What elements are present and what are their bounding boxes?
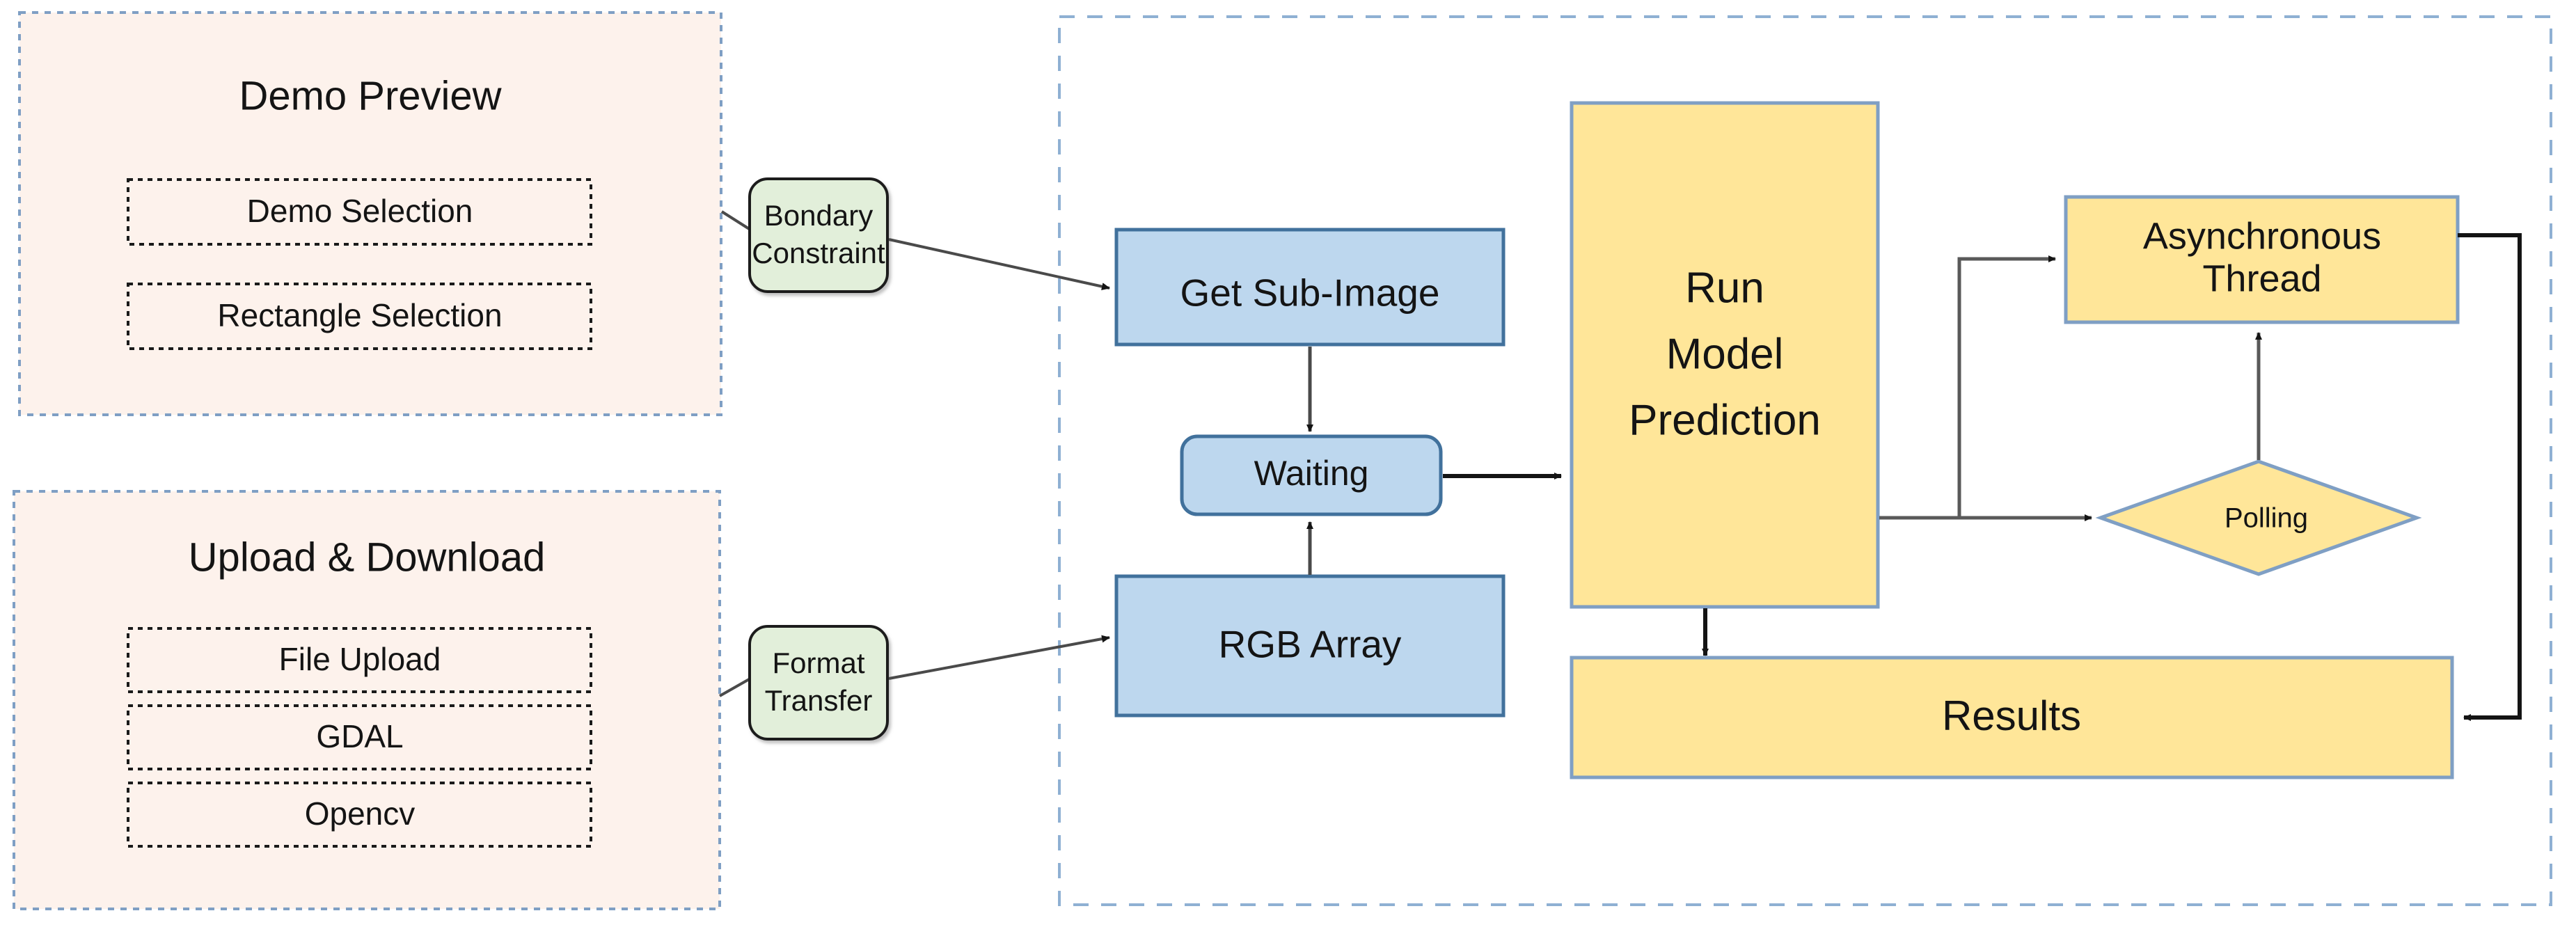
panel-item-opencv-label: Opencv: [305, 795, 416, 832]
bridge-format-transfer-shape: [748, 625, 889, 740]
panel-upload-download-title: Upload & Download: [189, 534, 546, 580]
node-asynchronous-thread[interactable]: [2064, 195, 2460, 324]
panel-demo-preview-title: Demo Preview: [239, 73, 502, 118]
edge-async-thread-to-results: [2458, 233, 2522, 721]
node-run-model-prediction-line3: Prediction: [1629, 396, 1821, 444]
panel-item-rectangle-selection-label: Rectangle Selection: [217, 297, 502, 333]
panel-upload-download-background: [13, 490, 721, 910]
node-get-sub-image-label: Get Sub-Image: [1180, 271, 1440, 315]
panel-demo-preview-background: [18, 11, 722, 416]
panel-upload-download: Upload & Download File Upload GDAL Openc…: [13, 490, 721, 910]
bridge-format-transfer[interactable]: [748, 625, 889, 740]
bridge-bondary-constraint-line1: Bondary: [764, 199, 873, 232]
node-asynchronous-thread-line1: Asynchronous: [2143, 215, 2381, 257]
node-asynchronous-thread-line2: Thread: [2202, 258, 2321, 299]
node-results[interactable]: [1570, 656, 2454, 779]
node-results-label: Results: [1942, 692, 2081, 739]
bridge-bondary-constraint[interactable]: [748, 177, 889, 293]
node-polling[interactable]: [2095, 459, 2422, 576]
edge-upload-panel-to-format: [719, 677, 751, 697]
bridge-bondary-constraint-shape: [748, 177, 889, 293]
bridge-format-transfer-line1: Format: [772, 647, 864, 679]
node-get-sub-image[interactable]: [1114, 228, 1506, 347]
node-rgb-array[interactable]: [1114, 574, 1506, 718]
node-rgb-array-label: RGB Array: [1219, 623, 1402, 666]
backend-region-dashed-container: [1058, 15, 2552, 906]
node-polling-label: Polling: [2225, 503, 2308, 534]
node-run-model-prediction-line1: Run: [1685, 264, 1764, 312]
panel-item-gdal-label: GDAL: [316, 718, 403, 754]
edge-run-model-to-async-thread: [1957, 255, 2056, 518]
node-run-model-prediction[interactable]: [1570, 101, 1880, 609]
bridge-format-transfer-line2: Transfer: [765, 684, 873, 717]
node-run-model-prediction-line2: Model: [1666, 330, 1784, 378]
node-waiting[interactable]: [1180, 434, 1443, 516]
edge-demo-panel-to-bondary: [720, 210, 752, 231]
bridge-bondary-constraint-line2: Constraint: [752, 237, 885, 269]
edge-format-to-rgb-array: [888, 635, 1110, 680]
panel-item-file-upload-label: File Upload: [279, 641, 441, 677]
node-waiting-label: Waiting: [1254, 454, 1369, 493]
edge-bondary-to-get-sub-image: [888, 238, 1110, 290]
panel-demo-preview: Demo Preview Demo Selection Rectangle Se…: [18, 11, 722, 416]
panel-item-demo-selection-label: Demo Selection: [247, 193, 473, 229]
